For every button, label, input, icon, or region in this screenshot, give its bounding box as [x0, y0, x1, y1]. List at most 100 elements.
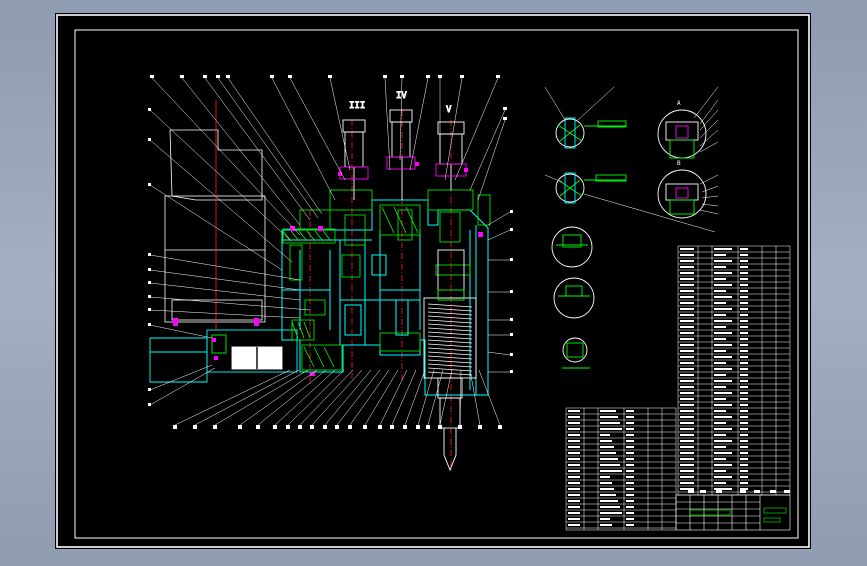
- cell-text-mark: [626, 464, 634, 466]
- cell-text-mark: [680, 326, 694, 328]
- leader-line: [324, 369, 372, 426]
- leader-line: [427, 369, 444, 426]
- cell-text-mark: [600, 482, 612, 484]
- balloon-mark: [148, 268, 151, 271]
- cell-text-mark: [740, 320, 748, 322]
- cell-text-mark: [740, 440, 748, 442]
- leader-line: [477, 119, 506, 201]
- cell-text-mark: [714, 440, 732, 442]
- cell-text-mark: [714, 404, 732, 406]
- balloon-mark: [216, 75, 220, 78]
- balloon-mark: [298, 425, 302, 429]
- balloon-mark: [193, 425, 197, 429]
- balloon-mark: [498, 425, 502, 429]
- detail-leader: [699, 119, 719, 139]
- balloon-mark: [148, 183, 151, 186]
- detail-view-b-right: B: [657, 160, 707, 219]
- balloon-mark: [348, 425, 352, 429]
- cell-text-mark: [714, 398, 726, 400]
- cell-text-mark: [626, 506, 634, 508]
- cell-text-mark: [714, 380, 732, 382]
- balloon-mark: [458, 425, 462, 429]
- detail-circle-1: [551, 226, 593, 268]
- cell-text-mark: [680, 476, 694, 478]
- view-label-a: A: [677, 100, 681, 107]
- cell-text-mark: [600, 446, 614, 448]
- cell-text-mark: [600, 494, 616, 496]
- detail-section-a: [555, 117, 627, 149]
- detail-leader: [701, 195, 719, 199]
- cell-text-mark: [568, 422, 580, 424]
- leader-line: [404, 369, 426, 426]
- balloon-mark: [238, 425, 242, 429]
- cell-text-mark: [600, 464, 620, 466]
- cell-text-mark: [740, 332, 748, 334]
- cell-text-mark: [680, 392, 694, 394]
- cell-text-mark: [740, 386, 748, 388]
- header-text-mark: [700, 490, 706, 493]
- cell-text-mark: [680, 398, 694, 400]
- balloon-mark: [426, 75, 430, 78]
- cell-text-mark: [680, 344, 694, 346]
- cell-text-mark: [680, 458, 694, 460]
- cell-text-mark: [568, 416, 580, 418]
- balloon-mark: [510, 290, 513, 293]
- cell-text-mark: [626, 428, 634, 430]
- balloon-mark: [273, 425, 277, 429]
- balloon-mark: [203, 75, 207, 78]
- leader-line: [149, 282, 301, 301]
- cell-text-mark: [740, 356, 748, 358]
- cell-text-mark: [680, 350, 694, 352]
- balloon-mark: [496, 75, 500, 78]
- balloon-mark: [148, 281, 151, 284]
- cell-text-mark: [740, 326, 748, 328]
- cell-text-mark: [714, 296, 732, 298]
- cell-text-mark: [626, 416, 634, 418]
- balloon-mark: [150, 75, 154, 78]
- balloon-mark: [400, 75, 404, 78]
- cell-text-mark: [600, 488, 614, 490]
- balloon-mark: [328, 75, 332, 78]
- view-label-b: B: [677, 160, 681, 167]
- cell-text-mark: [714, 386, 726, 388]
- detail-leader: [699, 174, 719, 185]
- balloon-mark: [416, 425, 420, 429]
- detail-leader: [693, 86, 719, 119]
- cell-text-mark: [568, 446, 580, 448]
- cell-text-mark: [740, 404, 748, 406]
- balloon-mark: [510, 370, 513, 373]
- leader-line: [439, 369, 453, 426]
- cell-text-mark: [740, 458, 748, 460]
- cell-text-mark: [600, 410, 616, 412]
- leader-line: [149, 269, 301, 291]
- cell-text-mark: [680, 266, 694, 268]
- cell-text-mark: [626, 518, 634, 520]
- cell-text-mark: [626, 422, 634, 424]
- leader-line: [364, 369, 399, 426]
- cell-text-mark: [680, 368, 694, 370]
- detail-leader: [577, 86, 615, 121]
- cell-text-mark: [740, 254, 748, 256]
- leader-line: [329, 77, 351, 171]
- balloon-mark: [148, 253, 151, 256]
- leader-line: [149, 139, 293, 263]
- leader-line: [379, 369, 408, 426]
- detail-leader-lines: [544, 86, 719, 215]
- cell-text-mark: [714, 338, 726, 340]
- cell-text-mark: [600, 428, 622, 430]
- leader-line: [469, 369, 481, 426]
- balloon-mark: [403, 425, 407, 429]
- cell-text-mark: [568, 434, 580, 436]
- leader-line: [409, 77, 429, 171]
- cell-text-mark: [714, 290, 726, 292]
- cell-text-mark: [680, 260, 694, 262]
- detail-leader: [701, 203, 719, 207]
- leader-line: [149, 296, 311, 311]
- cell-text-mark: [680, 374, 694, 376]
- balloon-mark: [288, 75, 292, 78]
- cell-text-mark: [680, 296, 694, 298]
- balloon-mark: [286, 425, 290, 429]
- cell-text-mark: [714, 392, 732, 394]
- section-hatching: [282, 189, 491, 371]
